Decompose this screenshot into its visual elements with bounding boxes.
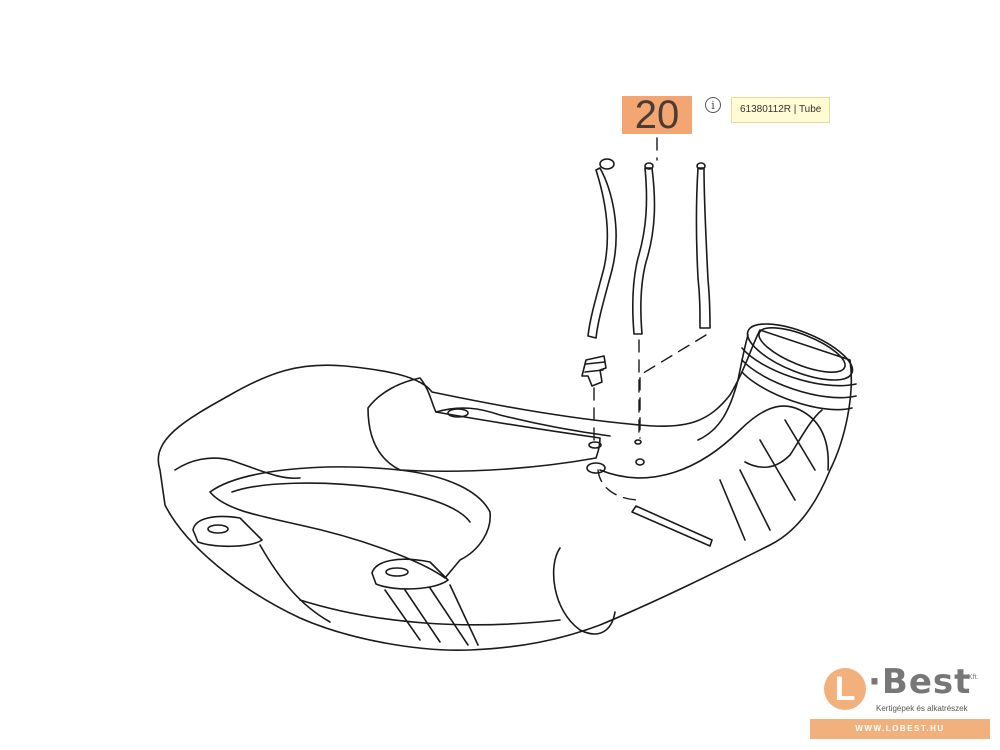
logo-url-bar: WWW.LOBEST.HU xyxy=(810,719,990,739)
info-icon: i xyxy=(705,97,721,113)
tank-right-ribs xyxy=(719,419,816,541)
logo-tagline: Kertigépek és alkatrészek xyxy=(876,704,968,713)
tank-bottom-line xyxy=(299,599,561,626)
lobest-logo: L ·Best Kft. Kertigépek és alkatrészek W… xyxy=(810,662,992,742)
tank-right-cap xyxy=(552,547,616,635)
assembly-guide-lines xyxy=(593,137,707,501)
tube-curved xyxy=(587,167,617,339)
mounting-hole-right xyxy=(385,567,409,577)
tank-top-recess xyxy=(367,377,601,473)
tube-part-20-end xyxy=(644,162,654,170)
tube-straight-end xyxy=(696,162,706,170)
tube-part-20 xyxy=(632,167,656,335)
tank-top-hole xyxy=(447,408,469,418)
outlet-hole-2 xyxy=(635,458,645,466)
tank-left-arch-inner xyxy=(231,482,471,523)
mounting-tab-left xyxy=(192,515,263,548)
outlet-hole-4 xyxy=(634,439,642,445)
grommet-fitting xyxy=(581,355,607,387)
outlet-hole-1 xyxy=(586,462,606,474)
logo-suffix: Kft. xyxy=(968,674,979,681)
info-button[interactable]: i xyxy=(697,88,729,122)
tank-left-arch xyxy=(209,466,491,579)
tank-right-panel xyxy=(599,405,830,479)
filler-neck xyxy=(697,334,823,469)
outlet-hole-3 xyxy=(588,441,602,449)
tank-top-inner-ridge xyxy=(435,407,611,437)
grommet-ridges xyxy=(584,361,606,373)
tank-bottom-rib-1 xyxy=(259,544,331,623)
filler-neck-inner xyxy=(758,327,846,373)
mounting-hole-left xyxy=(207,524,229,534)
filler-neck-opening xyxy=(746,323,854,381)
mounting-tab-right xyxy=(371,558,449,590)
filler-neck-threads xyxy=(741,347,857,411)
tube-straight xyxy=(695,167,711,329)
part-tooltip: 61380112R | Tube xyxy=(731,97,831,123)
logo-wordmark: ·Best xyxy=(868,662,972,702)
tank-left-rim xyxy=(174,457,301,480)
logo-mark: L xyxy=(824,668,866,710)
tank-bottom-rib-2 xyxy=(384,584,479,646)
tube-curved-end xyxy=(599,158,615,170)
callout-part-number[interactable]: 20 xyxy=(622,95,692,135)
level-indicator-line xyxy=(631,505,713,547)
